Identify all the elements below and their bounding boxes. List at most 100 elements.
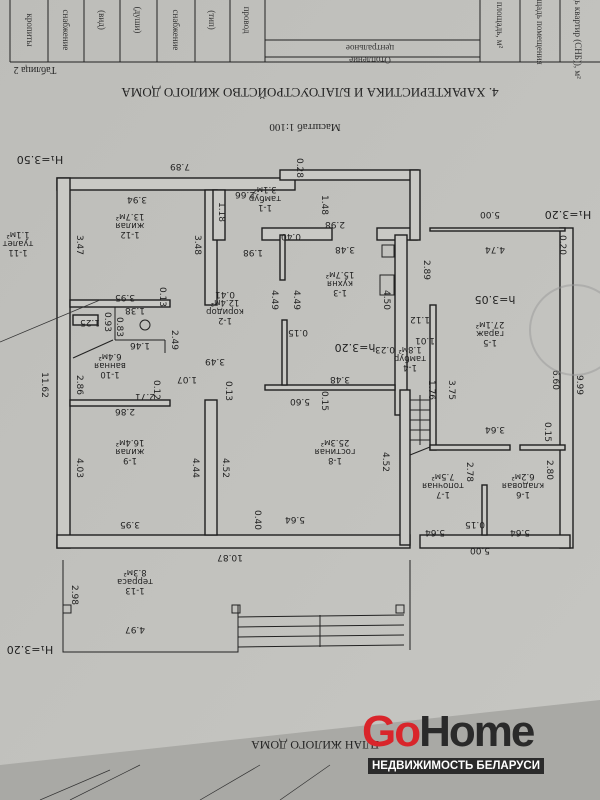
table-header-cell: (души) bbox=[133, 7, 143, 34]
plan-title: ПЛАН ЖИЛОГО ДОМА bbox=[251, 738, 379, 752]
section-title: 4. ХАРАКТЕРИСТИКА И БЛАГОУСТРОЙСТВО ЖИЛО… bbox=[121, 85, 499, 100]
table-label: Таблица 2 bbox=[14, 64, 57, 75]
room-1-2: 1-2коридор12.4м² bbox=[206, 297, 244, 325]
dimension: 3.64 bbox=[485, 424, 505, 434]
dimension: 0.15 bbox=[288, 327, 308, 337]
height-mark: h=3.05 bbox=[475, 293, 516, 306]
dimension: 2.80 bbox=[544, 460, 554, 480]
chimney bbox=[381, 244, 395, 258]
dimension: 2.86 bbox=[115, 406, 135, 416]
scale-label: Масштаб 1:100 bbox=[269, 121, 341, 133]
dimension: 1.01 bbox=[415, 335, 435, 345]
leader-line bbox=[0, 299, 101, 343]
dimension: 7.89 bbox=[170, 161, 190, 171]
room-1-6: 1-6кладовая6.2м² bbox=[502, 471, 544, 499]
dimension: 2.66 bbox=[235, 189, 255, 199]
dimension: 0.40 bbox=[252, 510, 262, 530]
dimension: 1.12 bbox=[410, 314, 430, 324]
table-header-cell: снабжение bbox=[61, 10, 71, 51]
brand-tagline: НЕДВИЖИМОСТЬ БЕЛАРУСИ bbox=[368, 758, 544, 774]
dimension: 6.60 bbox=[550, 370, 560, 390]
dimension: 4.50 bbox=[381, 290, 391, 310]
dimension: 3.94 bbox=[127, 194, 147, 204]
dimension: 2.98 bbox=[325, 219, 345, 229]
room-1-11: 1-11туалет1.1м² bbox=[3, 229, 34, 257]
dimension: 3.48 bbox=[330, 374, 350, 384]
table-header-cell: Отопление bbox=[349, 55, 391, 65]
table-header-cell: площадь, м² bbox=[495, 2, 505, 49]
room-1-7: 1-7топочная7.5м² bbox=[422, 471, 464, 499]
room-1-1: 1-1тамбур3.1м² bbox=[249, 184, 281, 212]
dimension: 5.60 bbox=[290, 396, 310, 406]
dimension: 0.20 bbox=[557, 235, 567, 255]
height-mark: H₁=3.20 bbox=[545, 208, 591, 221]
dimension: 4.03 bbox=[74, 458, 84, 478]
room-1-3: 1-3кухня15.7м² bbox=[326, 269, 355, 297]
characteristics-table bbox=[9, 0, 600, 63]
dimension: 3.95 bbox=[120, 519, 140, 529]
underlying-sheet bbox=[0, 700, 600, 800]
dimension: 0.41 bbox=[215, 289, 235, 299]
dimension: 0.28 bbox=[294, 158, 304, 178]
table-header-cell: центральное bbox=[346, 43, 394, 53]
height-mark: H₁=3.20 bbox=[7, 643, 53, 656]
room-1-9: 1-9жилая16.4м² bbox=[116, 437, 145, 465]
room-1-4: 1-4тамбур1.8м² bbox=[394, 344, 426, 372]
dimension: 3.49 bbox=[205, 356, 225, 366]
dimension: 0.15 bbox=[465, 519, 485, 529]
dimension: 1.18 bbox=[216, 202, 226, 222]
dimension: 2.98 bbox=[69, 585, 79, 605]
dimension: 0.13 bbox=[223, 381, 233, 401]
dimension: 9.99 bbox=[574, 375, 584, 395]
dimension: 0.83 bbox=[114, 317, 124, 337]
underlying-sheet-lines bbox=[39, 764, 331, 800]
dimension: 0.15 bbox=[542, 422, 552, 442]
stove-icon bbox=[379, 274, 395, 296]
room-1-10: 1-10ванная6.4м² bbox=[94, 351, 126, 379]
table-header-cell: снабжение bbox=[171, 10, 181, 51]
dimension: 11.62 bbox=[39, 372, 49, 398]
partitions bbox=[72, 307, 431, 456]
dimension: 0.40 bbox=[281, 231, 301, 241]
dimension: 4.97 bbox=[125, 624, 145, 634]
room-1-13: 1-13терраса8.3м² bbox=[117, 567, 153, 595]
dimension: 2.89 bbox=[421, 260, 431, 280]
dimension: 3.48 bbox=[335, 244, 355, 254]
dimension: 1.48 bbox=[319, 195, 329, 215]
dimension: 5.64 bbox=[510, 527, 530, 537]
dimension: 4.49 bbox=[269, 290, 279, 310]
dimension: 0.23 bbox=[375, 344, 395, 354]
dimension: 4.52 bbox=[380, 452, 390, 472]
dimension: 5.64 bbox=[285, 514, 305, 524]
dimension: 2.78 bbox=[464, 462, 474, 482]
dimension: 3.95 bbox=[115, 292, 135, 302]
stamp bbox=[529, 284, 600, 376]
dimension: 1.07 bbox=[177, 374, 197, 384]
terrace-outline bbox=[62, 560, 411, 653]
brand-home: Home bbox=[419, 707, 535, 756]
height-mark: H₁=3.50 bbox=[17, 153, 63, 166]
table-header-cell: площадь квартир (СНБ)), м² bbox=[573, 0, 583, 79]
dimension: 0.12 bbox=[151, 380, 161, 400]
dimension: 0.15 bbox=[319, 391, 329, 411]
table-header-cell: (тип) bbox=[207, 10, 217, 30]
table-header-cell: площадь помещения bbox=[535, 0, 545, 65]
height-mark: h=3.20 bbox=[335, 341, 376, 354]
gohome-watermark: GoHome НЕДВИЖИМОСТЬ БЕЛАРУСИ bbox=[362, 710, 562, 774]
dimension: 1.98 bbox=[243, 247, 263, 257]
dimension: 4.44 bbox=[190, 458, 200, 478]
dimension: 0.13 bbox=[157, 287, 167, 307]
dimension: 1.25 bbox=[80, 317, 100, 327]
dimension: 2.86 bbox=[74, 375, 84, 395]
toilet-fixture bbox=[139, 319, 151, 331]
dimension: 4.49 bbox=[291, 290, 301, 310]
dimension: 4.52 bbox=[220, 458, 230, 478]
brand-go: Go bbox=[362, 707, 421, 756]
dimension: 2.49 bbox=[169, 330, 179, 350]
dimension: 5.00 bbox=[470, 545, 490, 555]
dimension: 1.38 bbox=[125, 305, 145, 315]
dimension: 3.47 bbox=[74, 235, 84, 255]
room-1-12: 1-12жилая13.7м² bbox=[116, 211, 145, 239]
stairs bbox=[410, 395, 430, 445]
